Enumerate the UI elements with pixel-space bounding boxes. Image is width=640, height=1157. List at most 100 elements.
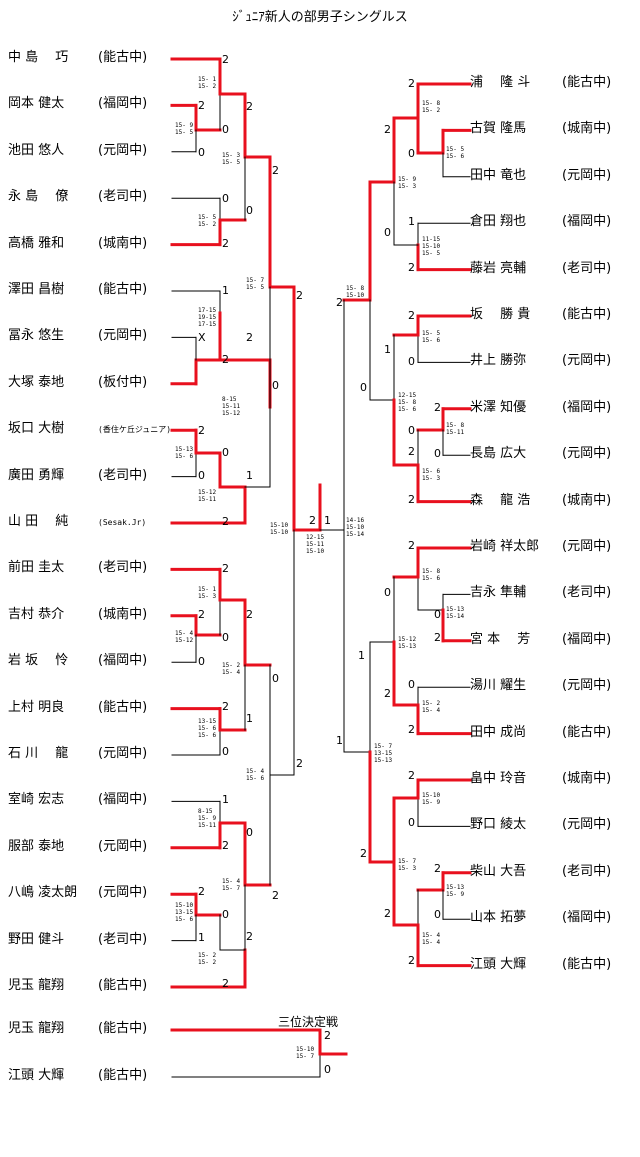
match-score: 0	[246, 204, 253, 217]
game-score: 15- 6 15- 3	[422, 468, 441, 482]
game-score: 15-13 15- 9	[446, 884, 465, 898]
match-score: 2	[246, 930, 253, 943]
game-score: 15- 8 15-10	[346, 285, 365, 299]
player-name: 田中 成尚	[470, 724, 527, 740]
player-team: (老司中)	[562, 585, 612, 601]
player-entry: 古賀 隆馬(城南中)	[470, 121, 611, 137]
player-team: (元岡中)	[98, 142, 148, 158]
player-entry: 野口 綾太(元岡中)	[470, 817, 611, 833]
player-team: (能古中)	[98, 699, 148, 715]
player-entry: 江頭 大輝(能古中)	[470, 957, 611, 973]
game-score: 8-15 15-11 15-12	[222, 396, 241, 417]
player-team: (福岡中)	[562, 631, 612, 647]
match-score: 0	[384, 226, 391, 239]
game-score: 15- 8 15- 6	[422, 568, 441, 582]
match-score: 1	[222, 284, 229, 297]
player-entry: 山 田 純(Sesak.Jr)	[8, 514, 146, 531]
game-score: 15- 4 15- 4	[422, 932, 441, 946]
player-name: 吉村 恭介	[8, 606, 65, 622]
player-name: 宮 本 芳	[470, 631, 531, 647]
player-name: 柴山 大吾	[470, 863, 527, 879]
match-score: 2	[384, 123, 391, 136]
match-score: 0	[408, 678, 415, 691]
player-entry: 池田 悠人(元岡中)	[8, 143, 147, 159]
match-score: 2	[324, 1029, 331, 1042]
match-score: 0	[408, 816, 415, 829]
player-name: 野口 綾太	[470, 817, 527, 833]
match-score: 2	[222, 53, 229, 66]
match-score: 2	[222, 700, 229, 713]
match-score: X	[198, 331, 206, 344]
player-entry: 米澤 知優(福岡中)	[470, 400, 611, 416]
player-entry: 倉田 翔也(福岡中)	[470, 214, 611, 230]
player-name: 岡本 健太	[8, 96, 65, 112]
player-team: (福岡中)	[562, 214, 612, 230]
player-team: (福岡中)	[562, 910, 612, 926]
match-score: 2	[296, 757, 303, 770]
game-score: 15- 3 15- 5	[222, 152, 241, 166]
player-team: (香住ケ丘ジュニア)	[98, 425, 172, 435]
player-name: 上村 明良	[8, 699, 65, 715]
player-team: (城南中)	[98, 235, 148, 251]
player-team: (福岡中)	[98, 653, 148, 669]
game-score: 15- 2 15- 4	[422, 700, 441, 714]
player-name: 永 島 僚	[8, 189, 69, 205]
match-score: 2	[272, 164, 279, 177]
game-score: 15-12 15-13	[398, 636, 417, 650]
match-score: 1	[336, 734, 343, 747]
game-score: 13-15 15- 6 15- 6	[198, 718, 217, 739]
player-name: 八嶋 凌太朗	[8, 885, 78, 901]
game-score: 15-10 15- 9	[422, 792, 441, 806]
player-team: (能古中)	[98, 282, 148, 297]
player-entry: 江頭 大輝 (能古中)	[8, 1068, 147, 1084]
match-score: 2	[408, 309, 415, 322]
player-name: 高橋 雅和	[8, 235, 65, 251]
page-title: ｼﾞｭﾆｱ新人の部男子シングルス	[232, 10, 408, 25]
match-score: 1	[222, 793, 229, 806]
player-team: (城南中)	[562, 492, 612, 508]
match-score: 2	[408, 539, 415, 552]
player-team: (福岡中)	[98, 792, 148, 808]
player-entry: 湯川 耀生(元岡中)	[470, 678, 611, 694]
game-score: 15- 9 15- 5	[175, 122, 194, 136]
player-team: (福岡中)	[98, 96, 148, 112]
match-score: 0	[384, 586, 391, 599]
game-score: 15- 4 15- 6	[246, 768, 265, 782]
match-score: 2	[198, 885, 205, 898]
player-name: 森 龍 浩	[470, 492, 531, 508]
player-name: 江頭 大輝	[8, 1068, 65, 1083]
player-entry: 服部 泰地(元岡中)	[8, 839, 147, 855]
player-entry: 前田 圭太(老司中)	[8, 560, 147, 576]
player-name: 岩崎 祥太郎	[470, 539, 540, 554]
game-score: 12-15 15-11 15-10	[306, 534, 325, 555]
match-score: 0	[222, 192, 229, 205]
player-team: (能古中)	[98, 1068, 148, 1083]
match-score: 0	[246, 826, 253, 839]
player-name: 冨永 悠生	[8, 328, 65, 344]
player-entry: 澤田 昌樹 (能古中)	[8, 282, 147, 298]
player-team: (能古中)	[562, 307, 612, 322]
match-score: 2	[222, 977, 229, 990]
match-score: 0	[408, 355, 415, 368]
player-name: 山 田 純	[8, 514, 69, 529]
game-score: 15- 5 15- 6	[422, 330, 441, 344]
player-name: 前田 圭太	[8, 560, 65, 576]
match-score: 2	[408, 493, 415, 506]
player-name: 田中 竜也	[470, 167, 527, 183]
player-team: (元岡中)	[98, 838, 148, 854]
player-name: 古賀 隆馬	[470, 121, 527, 137]
player-name: 児玉 龍翔	[8, 1021, 65, 1036]
player-team: (城南中)	[562, 771, 612, 786]
player-name: 浦 隆 斗	[470, 75, 531, 90]
player-name: 江頭 大輝	[470, 956, 527, 972]
player-name: 藤岩 亮輔	[470, 260, 527, 276]
player-name: 井上 勝弥	[470, 353, 527, 369]
player-name: 澤田 昌樹	[8, 282, 65, 297]
player-entry: 児玉 龍翔(能古中)	[8, 1021, 147, 1037]
player-entry: 岡本 健太 (福岡中)	[8, 96, 147, 112]
match-score: 0	[272, 379, 279, 392]
match-score: 1	[358, 649, 365, 662]
match-score: 2	[384, 687, 391, 700]
player-entry: 大塚 泰地(板付中)	[8, 375, 147, 391]
player-entry: 森 龍 浩 (城南中)	[470, 493, 611, 509]
